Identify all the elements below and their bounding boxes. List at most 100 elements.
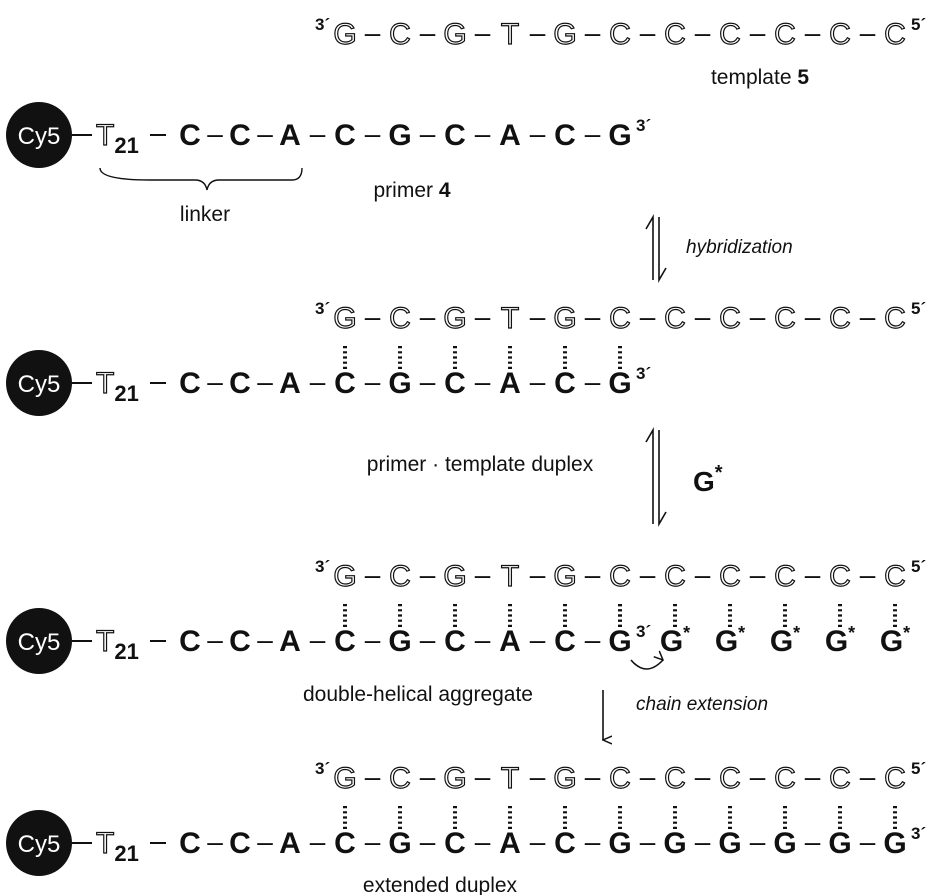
text-part: G <box>825 625 848 658</box>
template-strand-extended-nt: C <box>664 762 686 795</box>
template-strand-top-nt: T <box>501 18 519 51</box>
extended-g: G <box>828 827 851 860</box>
bond-dash: – <box>640 301 656 332</box>
extended-base-pairs <box>343 806 897 830</box>
bond-dash: – <box>640 559 656 590</box>
bond-dash: – <box>207 826 223 857</box>
primer-strand-top-nt: A <box>279 119 301 152</box>
primer-strand-extended-nt: A <box>499 827 521 860</box>
text-part: 21 <box>114 133 138 158</box>
template-3prime-end: 3´ <box>315 15 330 34</box>
template-5-label: template 5 <box>711 66 809 89</box>
bond-dash: – <box>695 17 711 48</box>
cy5-label: Cy5 <box>18 123 61 150</box>
primer-strand-aggregate-nt: C <box>554 625 576 658</box>
bond-dash: – <box>530 301 546 332</box>
template-strand-top-nt: C <box>719 18 741 51</box>
linker-t21: T21 <box>96 367 139 406</box>
primer-strand-extended-nt: G <box>608 827 631 860</box>
template-strand-top-nt: C <box>609 18 631 51</box>
primer-strand-top-nt: G <box>388 119 411 152</box>
primer-strand-duplex-nt: C <box>554 367 576 400</box>
bond-dash: – <box>695 761 711 792</box>
primer-strand-top-nt: G <box>608 119 631 152</box>
template-strand-extended-nt: C <box>774 762 796 795</box>
primer-strand-duplex-nt: C <box>334 367 356 400</box>
text-part: template <box>711 66 797 89</box>
template-3prime-end: 3´ <box>315 557 330 576</box>
bond-dash: – <box>365 366 381 397</box>
linker-t21: T21 <box>96 625 139 664</box>
primer-strand-duplex-nt: C <box>444 367 466 400</box>
bond-dash: – <box>750 301 766 332</box>
template-strand-extended-nt: C <box>389 762 411 795</box>
cy5-label: Cy5 <box>18 371 61 398</box>
bond-dash: – <box>530 118 546 149</box>
text-part: 21 <box>114 381 138 406</box>
template-strand-duplex-nt: C <box>609 302 631 335</box>
text-part: 21 <box>114 841 138 866</box>
linker-t21: T21 <box>96 119 139 158</box>
text-part: 4 <box>439 179 451 202</box>
cy5-label: Cy5 <box>18 831 61 858</box>
template-5prime-end: 5´ <box>911 15 926 34</box>
primer-strand-aggregate-nt: G <box>388 625 411 658</box>
bond-dash: – <box>805 826 821 857</box>
bond-dash: – <box>207 624 223 655</box>
text-part: primer <box>373 179 438 202</box>
bond-dash: – <box>695 559 711 590</box>
bond-dash: – <box>475 624 491 655</box>
bond-dash: – <box>365 301 381 332</box>
free-g-star-monomers: G*G*G*G*G* <box>660 623 910 658</box>
template-strand-aggregate-nt: C <box>829 560 851 593</box>
primer-strand-extended-nt: C <box>229 827 251 860</box>
bond-dash: – <box>475 826 491 857</box>
text-part: * <box>715 462 723 484</box>
extended-g: G <box>883 827 906 860</box>
template-strand-aggregate-nt: T <box>501 560 519 593</box>
template-strand-extended-nt: G <box>443 762 466 795</box>
template-strand-extended-nt: C <box>609 762 631 795</box>
primer-strand-top-nt: C <box>179 119 201 152</box>
template-strand-extended-nt: C <box>884 762 906 795</box>
cy5-label: Cy5 <box>18 629 61 656</box>
primer-strand-duplex-nt: G <box>608 367 631 400</box>
text-part: * <box>903 623 910 643</box>
bond-dash: – <box>640 826 656 857</box>
bond-dash: – <box>475 559 491 590</box>
bond-dash: – <box>640 761 656 792</box>
template-strand-aggregate-nt: G <box>553 560 576 593</box>
primer-strand-duplex-nt: A <box>279 367 301 400</box>
bond-dash: – <box>805 761 821 792</box>
primer-strand-extended-nt: G <box>388 827 411 860</box>
template-strand-duplex-nt: C <box>719 302 741 335</box>
template-strand-aggregate: G–C–G–T–G–C–C–C–C–C–C3´5´ <box>315 557 926 594</box>
primer-strand-top-nt: C <box>554 119 576 152</box>
bond-dash: – <box>365 624 381 655</box>
bond-dash: – <box>365 826 381 857</box>
bond-dash: – <box>207 366 223 397</box>
template-strand-top-nt: C <box>829 18 851 51</box>
bond-dash: – <box>257 624 273 655</box>
bond-dash: – <box>585 366 601 397</box>
bond-dash: – <box>530 366 546 397</box>
text-part: T <box>96 367 114 400</box>
template-strand-aggregate-nt: C <box>664 560 686 593</box>
bond-dash: – <box>420 624 436 655</box>
template-strand-extended: G–C–G–T–G–C–C–C–C–C–C3´5´ <box>315 759 926 796</box>
bond-dash: – <box>750 559 766 590</box>
extended-duplex-label: extended duplex <box>363 874 518 895</box>
primer-strand-aggregate-nt: C <box>229 625 251 658</box>
bond-dash: – <box>585 761 601 792</box>
bond-dash: – <box>365 761 381 792</box>
template-strand-duplex-nt: C <box>664 302 686 335</box>
linker-t21: T21 <box>96 827 139 866</box>
text-part: G <box>693 466 715 497</box>
hybridization-arrows <box>645 214 667 283</box>
template-strand-extended-nt: G <box>553 762 576 795</box>
primer-strand-top-nt: C <box>334 119 356 152</box>
g-star-monomer: G* <box>770 623 800 658</box>
equilibrium-arrow-up <box>645 427 654 524</box>
primer-strand-aggregate-nt: C <box>179 625 201 658</box>
